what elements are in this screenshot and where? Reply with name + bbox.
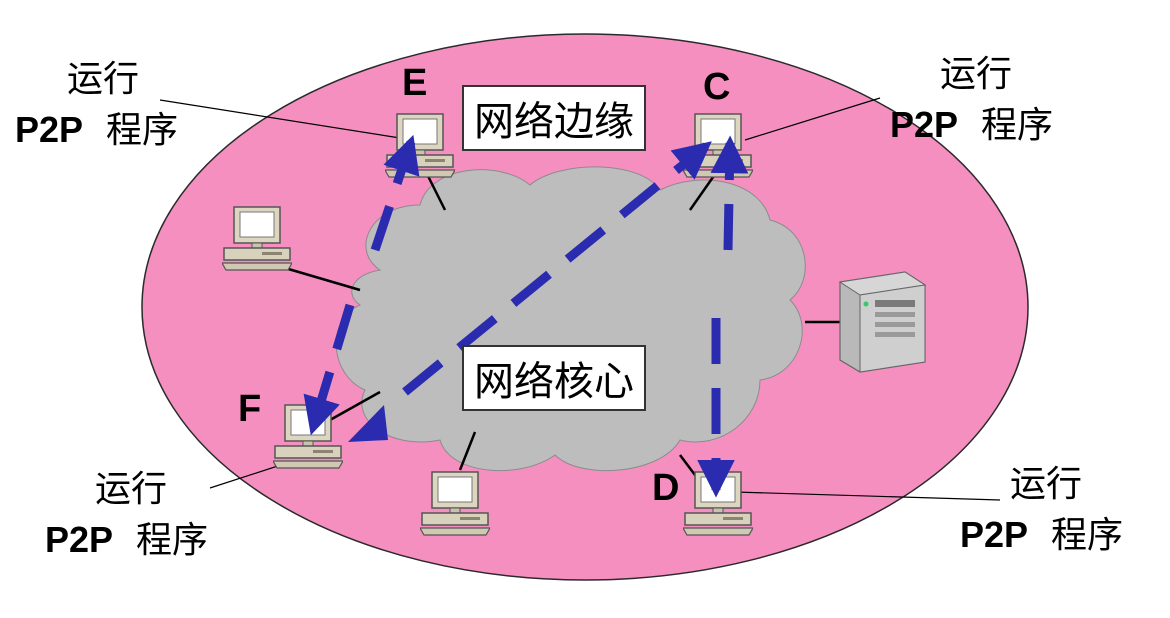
node-label-e: E bbox=[402, 62, 428, 104]
annotation-e-program: 程序 bbox=[105, 110, 178, 151]
network-core-label: 网络核心 bbox=[462, 345, 646, 411]
network-edge-label: 网络边缘 bbox=[462, 85, 646, 151]
annotation-d-program: 程序 bbox=[1050, 515, 1123, 556]
node-label-c: C bbox=[703, 66, 731, 108]
server-icon bbox=[838, 271, 927, 373]
annotation-e-line1: 运行 bbox=[67, 59, 140, 100]
node-label-f: F bbox=[238, 388, 262, 430]
annotation-e: 运行 P2P 程序 bbox=[15, 55, 178, 156]
link-d bbox=[679, 454, 696, 476]
annotation-c-line1: 运行 bbox=[940, 54, 1013, 95]
link-bottom-pc bbox=[458, 431, 477, 471]
annotation-c-p2p: P2P bbox=[890, 104, 959, 145]
leader-c bbox=[744, 97, 881, 141]
annotation-e-p2p: P2P bbox=[15, 109, 84, 150]
annotation-f-line1: 运行 bbox=[95, 469, 168, 510]
leader-d bbox=[734, 491, 1001, 501]
link-left-pc bbox=[284, 266, 361, 292]
annotation-d-line1: 运行 bbox=[1010, 464, 1083, 505]
annotation-f-program: 程序 bbox=[135, 520, 208, 561]
annotation-leaders bbox=[159, 97, 1001, 501]
annotation-d-p2p: P2P bbox=[960, 514, 1029, 555]
annotation-c-program: 程序 bbox=[980, 105, 1053, 146]
p2p-arrow-f-to-c bbox=[402, 141, 712, 396]
network-core-cloud bbox=[335, 166, 806, 472]
annotation-f-p2p: P2P bbox=[45, 519, 114, 560]
node-label-d: D bbox=[652, 467, 680, 509]
p2p-flows bbox=[303, 134, 749, 498]
annotation-d: 运行 P2P 程序 bbox=[960, 460, 1123, 561]
annotation-f: 运行 P2P 程序 bbox=[45, 465, 208, 566]
p2p-arrow-f-to-e bbox=[370, 134, 420, 252]
p2p-arrow-e-to-f bbox=[303, 303, 355, 436]
arrowhead-to-f bbox=[348, 405, 388, 442]
annotation-c: 运行 P2P 程序 bbox=[890, 50, 1053, 151]
p2p-arrow-up-to-c bbox=[710, 135, 749, 251]
leader-e bbox=[159, 99, 401, 139]
